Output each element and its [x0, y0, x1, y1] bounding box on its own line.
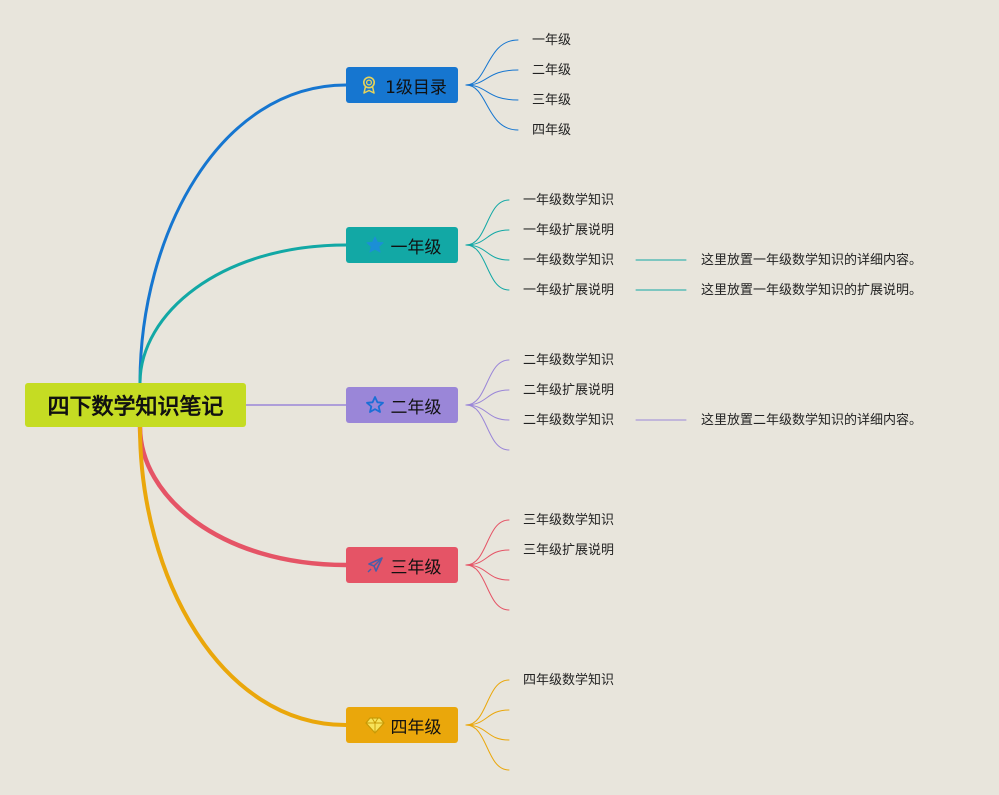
leaf-connector	[465, 724, 510, 741]
leaf-connector	[465, 244, 510, 261]
leaf-connector	[465, 564, 510, 611]
leaf-topic[interactable]: 二年级扩展说明	[523, 383, 615, 398]
leaf-topic[interactable]: 三年级数学知识	[523, 513, 615, 528]
leaf-topic[interactable]: 二年级数学知识	[523, 413, 615, 428]
branch-label: 二年级	[390, 397, 442, 418]
branch-connector	[137, 424, 349, 568]
leaf-connector	[465, 244, 510, 291]
leaf-topic[interactable]: 一年级扩展说明	[523, 283, 615, 298]
branch-connector	[138, 425, 348, 727]
leaf-topic[interactable]: 二年级	[532, 63, 572, 78]
leaf-topic[interactable]: 一年级	[532, 33, 572, 48]
branch-label: 1级目录	[385, 77, 447, 98]
leaf-connector	[465, 679, 510, 726]
leaf-connector	[465, 229, 510, 246]
root-topic[interactable]: 四下数学知识笔记	[25, 383, 246, 427]
leaf-connector	[465, 84, 519, 101]
leaf-connector	[465, 39, 519, 86]
leaf-connector	[465, 199, 510, 246]
detail-topic[interactable]: 这里放置二年级数学知识的详细内容。	[701, 413, 923, 428]
star-outline-icon	[365, 395, 385, 415]
leaf-connector	[465, 404, 510, 421]
leaf-topic[interactable]: 四年级数学知识	[523, 673, 615, 688]
star-icon	[365, 235, 385, 255]
detail-topic[interactable]: 这里放置一年级数学知识的扩展说明。	[701, 283, 923, 298]
branch-topic-grade1[interactable]: 一年级	[346, 227, 458, 263]
rocket-icon	[365, 555, 385, 575]
diamond-icon	[364, 715, 385, 735]
branch-topic-grade4[interactable]: 四年级	[346, 707, 458, 743]
branch-label: 三年级	[390, 557, 442, 578]
leaf-connector	[465, 359, 510, 406]
detail-topic[interactable]: 这里放置一年级数学知识的详细内容。	[701, 253, 923, 268]
branch-connector	[138, 83, 348, 385]
leaf-connector	[465, 724, 510, 771]
branch-label: 四年级	[390, 717, 442, 738]
branch-topic-grade2[interactable]: 二年级	[346, 387, 458, 423]
root-topic-label: 四下数学知识笔记	[47, 395, 224, 420]
leaf-connector	[465, 404, 510, 451]
leaf-connector	[465, 564, 510, 581]
leaf-topic[interactable]: 一年级扩展说明	[523, 223, 615, 238]
leaf-connector	[465, 549, 510, 566]
leaf-connector	[465, 69, 519, 86]
award-ribbon-icon	[359, 75, 379, 95]
leaf-topic[interactable]: 一年级数学知识	[523, 253, 615, 268]
branch-topic-grade3[interactable]: 三年级	[346, 547, 458, 583]
branch-topic-toc[interactable]: 1级目录	[346, 67, 458, 103]
leaf-topic[interactable]: 二年级数学知识	[523, 353, 615, 368]
branch-label: 一年级	[390, 237, 442, 258]
leaf-connector	[465, 519, 510, 566]
leaf-connector	[465, 389, 510, 406]
leaf-topic[interactable]: 三年级扩展说明	[523, 543, 615, 558]
leaf-connector	[465, 84, 519, 131]
leaf-topic[interactable]: 四年级	[532, 123, 572, 138]
leaf-topic[interactable]: 三年级	[532, 93, 572, 108]
leaf-connector	[465, 709, 510, 726]
leaf-topic[interactable]: 一年级数学知识	[523, 193, 615, 208]
branch-connector	[138, 243, 348, 385]
